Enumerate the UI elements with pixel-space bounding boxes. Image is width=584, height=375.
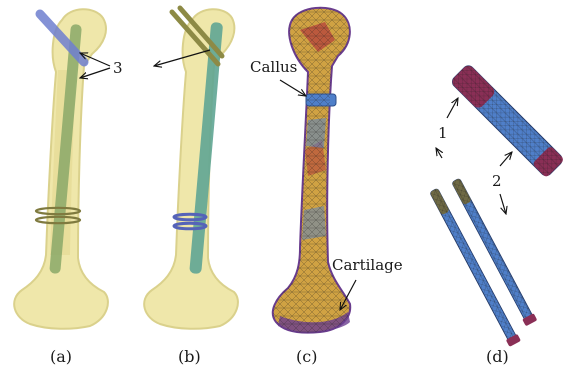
arrow-d1-up (447, 98, 458, 118)
arrow-callus (280, 80, 306, 96)
mesh-nail-segment (450, 63, 565, 178)
panel-d: 1 2 (d) (428, 63, 565, 366)
arrow-d2-down (500, 194, 506, 214)
cartilage-label: Cartilage (332, 256, 403, 274)
caption-d: (d) (486, 347, 509, 366)
caption-c: (c) (296, 347, 317, 366)
callus-label: Callus (250, 58, 297, 76)
arrow-d2-up (500, 152, 512, 166)
marker-3-label: 3 (113, 59, 123, 77)
marker-1-label: 1 (438, 124, 448, 142)
panel-a: 3 (a) (14, 9, 122, 366)
panel-c: Callus Cartilage (c) (250, 8, 403, 366)
arrow-d1-down (436, 148, 442, 158)
caption-b: (b) (178, 347, 201, 366)
panel-b: (b) (144, 8, 238, 366)
caption-a: (a) (50, 347, 72, 366)
marker-2-label: 2 (492, 172, 502, 190)
